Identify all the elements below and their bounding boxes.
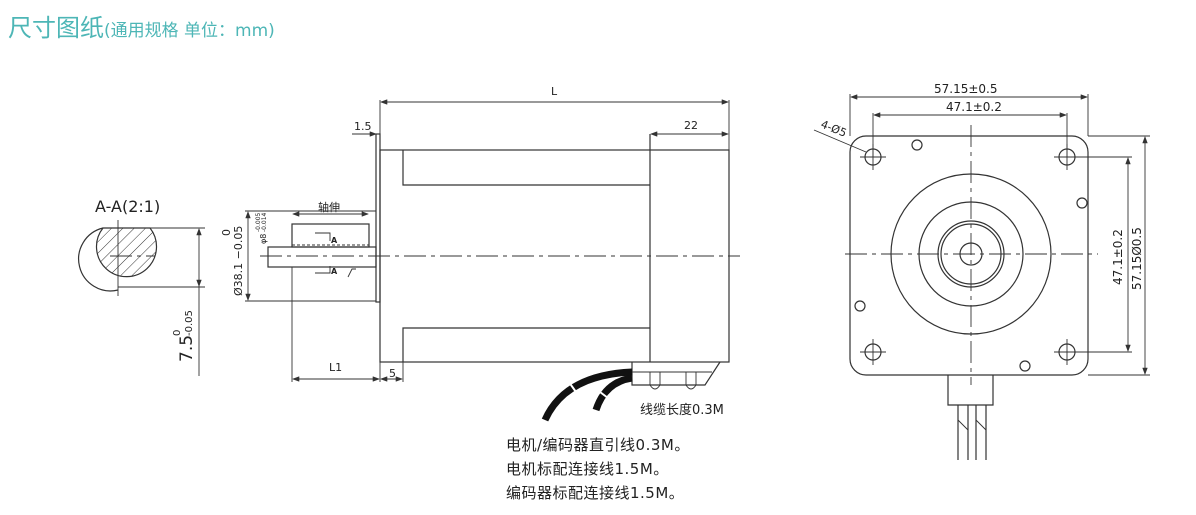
screws <box>854 139 1088 372</box>
shaft-label: 轴伸 <box>318 200 340 214</box>
mounting-holes <box>860 144 1080 365</box>
flange-diameter: Ø38.1 −0.05 <box>232 226 245 296</box>
cable-connector <box>631 361 721 386</box>
title-main: 尺寸图纸 <box>8 14 104 42</box>
section-tol-lower: -0.05 <box>184 310 195 336</box>
height-holes: 47.1±0.2 <box>1111 229 1125 285</box>
motor-cable <box>541 368 633 422</box>
flange-tol-upper: 0 <box>220 229 233 236</box>
title-subtitle: (通用规格 单位：mm) <box>104 21 275 41</box>
flange <box>375 133 381 303</box>
shaft-diameter: φ8 <box>259 234 268 244</box>
section-mark-bottom: A <box>331 267 338 276</box>
width-outer: 57.15±0.5 <box>934 82 998 96</box>
dim-1-5: 1.5 <box>354 120 372 133</box>
shaft-key <box>291 223 370 248</box>
section-tol-upper: 0 <box>172 330 183 336</box>
side-view: L 22 1.5 L1 5 轴伸 Ø38.1 −0.05 0 φ8 -0.005 <box>220 85 740 422</box>
width-holes: 47.1±0.2 <box>946 100 1002 114</box>
section-mark-top: A <box>331 236 338 245</box>
section-dim: 7.5 <box>177 335 197 362</box>
dim-L1: L1 <box>329 361 342 374</box>
shaft-tol-upper: -0.005 <box>255 212 262 232</box>
shaft-tol-lower: -0.014 <box>261 212 268 232</box>
note-2: 电机标配连接线1.5M。 <box>506 460 669 478</box>
encoder-cable <box>592 374 633 412</box>
shaft <box>267 246 377 268</box>
dim-22: 22 <box>684 119 698 132</box>
page-title: 尺寸图纸(通用规格 单位：mm) <box>8 8 275 43</box>
cable-length-label: 线缆长度0.3M <box>640 402 724 418</box>
dim-5: 5 <box>389 367 396 380</box>
height-outer: 57.15Ø0.5 <box>1130 227 1144 290</box>
section-label: A-A(2:1) <box>95 197 160 216</box>
note-3: 编码器标配连接线1.5M。 <box>506 484 685 502</box>
hole-callout: 4-Ø5 <box>819 118 849 140</box>
flange-outline <box>849 135 1089 376</box>
shaft-end <box>959 242 983 266</box>
front-connector <box>947 375 994 460</box>
dim-L: L <box>551 85 558 98</box>
note-1: 电机/编码器直引线0.3M。 <box>506 436 690 454</box>
front-view: 57.15±0.5 47.1±0.2 47.1±0.2 57.15Ø0.5 4-… <box>813 82 1150 460</box>
section-view: A-A(2:1) 7.5 0 -0.05 <box>78 197 205 376</box>
shaft-section <box>95 227 158 278</box>
